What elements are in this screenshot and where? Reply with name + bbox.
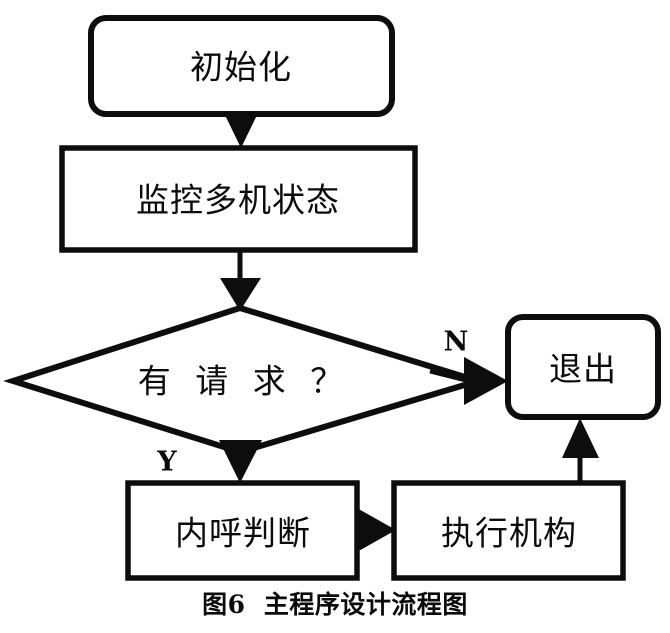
monitor-shape xyxy=(59,145,418,253)
connector-inner-call-to-actuator xyxy=(355,507,396,553)
actuator-shape xyxy=(391,480,626,581)
inner-call-shape xyxy=(125,480,360,581)
exit-shape xyxy=(505,314,661,420)
initialize-label: 初始化 xyxy=(190,48,292,87)
connector-initialize-to-monitor xyxy=(224,113,258,148)
arrow-head-down xyxy=(220,278,261,311)
figure-caption: 图6 主程序设计流程图 xyxy=(202,590,468,619)
has-request-label: 有 请 求 ？ xyxy=(138,362,350,401)
flow-node-has-request[interactable]: 有 请 求 ？ xyxy=(3,304,489,456)
arrow-head-right xyxy=(355,507,396,553)
branch-label-no: N xyxy=(444,327,469,358)
flow-node-inner-call[interactable]: 内呼判断 xyxy=(125,480,360,581)
arrow-head-down xyxy=(224,113,258,148)
monitor-label: 监控多机状态 xyxy=(136,181,340,220)
connector-decision-no-to-exit xyxy=(429,357,508,405)
actuator-label: 执行机构 xyxy=(441,514,577,553)
connector-decision-yes-to-inner-call xyxy=(219,440,262,483)
connector-monitor-to-decision xyxy=(220,250,261,311)
flow-node-monitor[interactable]: 监控多机状态 xyxy=(59,145,418,253)
connector-actuator-to-exit xyxy=(562,418,599,483)
flow-node-initialize[interactable]: 初始化 xyxy=(88,15,395,117)
arrow-head-down xyxy=(219,440,262,483)
flow-node-actuator[interactable]: 执行机构 xyxy=(391,480,626,581)
branch-label-yes: Y xyxy=(156,447,177,478)
inner-call-label: 内呼判断 xyxy=(175,514,311,553)
connector-line xyxy=(429,368,471,384)
exit-label: 退出 xyxy=(549,350,617,389)
arrow-head-right xyxy=(464,357,508,405)
flow-node-exit[interactable]: 退出 xyxy=(505,314,661,420)
arrow-head-up xyxy=(562,418,599,458)
